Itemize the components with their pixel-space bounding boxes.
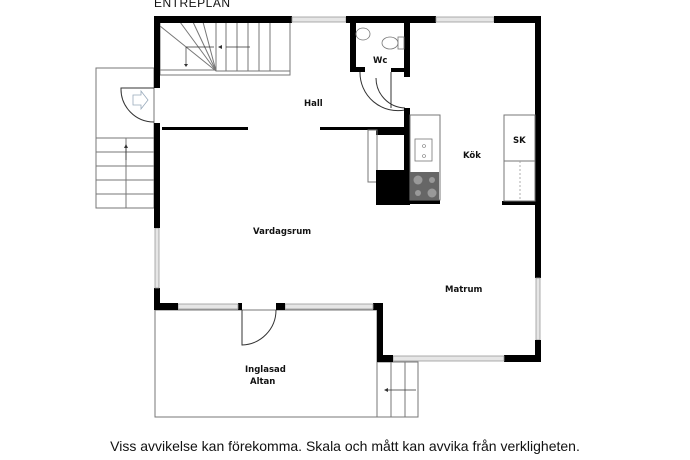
room-label-kok: Kök <box>463 151 481 161</box>
sk-cabinet <box>503 114 536 202</box>
room-label-hall: Hall <box>304 99 323 109</box>
room-label-matrum: Matrum <box>445 285 483 295</box>
kitchen-counter <box>409 114 441 201</box>
wc-fixtures <box>355 27 405 50</box>
altan-outline <box>154 309 378 418</box>
room-label-vardagsrum: Vardagsrum <box>253 227 311 237</box>
exterior-walls <box>154 16 541 362</box>
entrance-stairs <box>95 67 155 209</box>
altan-steps <box>376 361 419 418</box>
plan-title: ENTREPLAN <box>154 0 231 10</box>
room-label-wc: Wc <box>373 56 387 66</box>
disclaimer: Viss avvikelse kan förekomma. Skala och … <box>110 438 580 454</box>
interior-stairs <box>159 21 291 76</box>
wc-door <box>359 71 406 112</box>
room-label-altan-line2: Altan <box>250 377 275 387</box>
room-label-altan-line1: Inglasad <box>245 365 286 375</box>
altan-door <box>241 309 277 346</box>
entrance-door <box>120 87 155 123</box>
closet-door <box>375 72 406 109</box>
interior-walls <box>162 16 535 205</box>
room-label-sk: SK <box>513 136 526 146</box>
